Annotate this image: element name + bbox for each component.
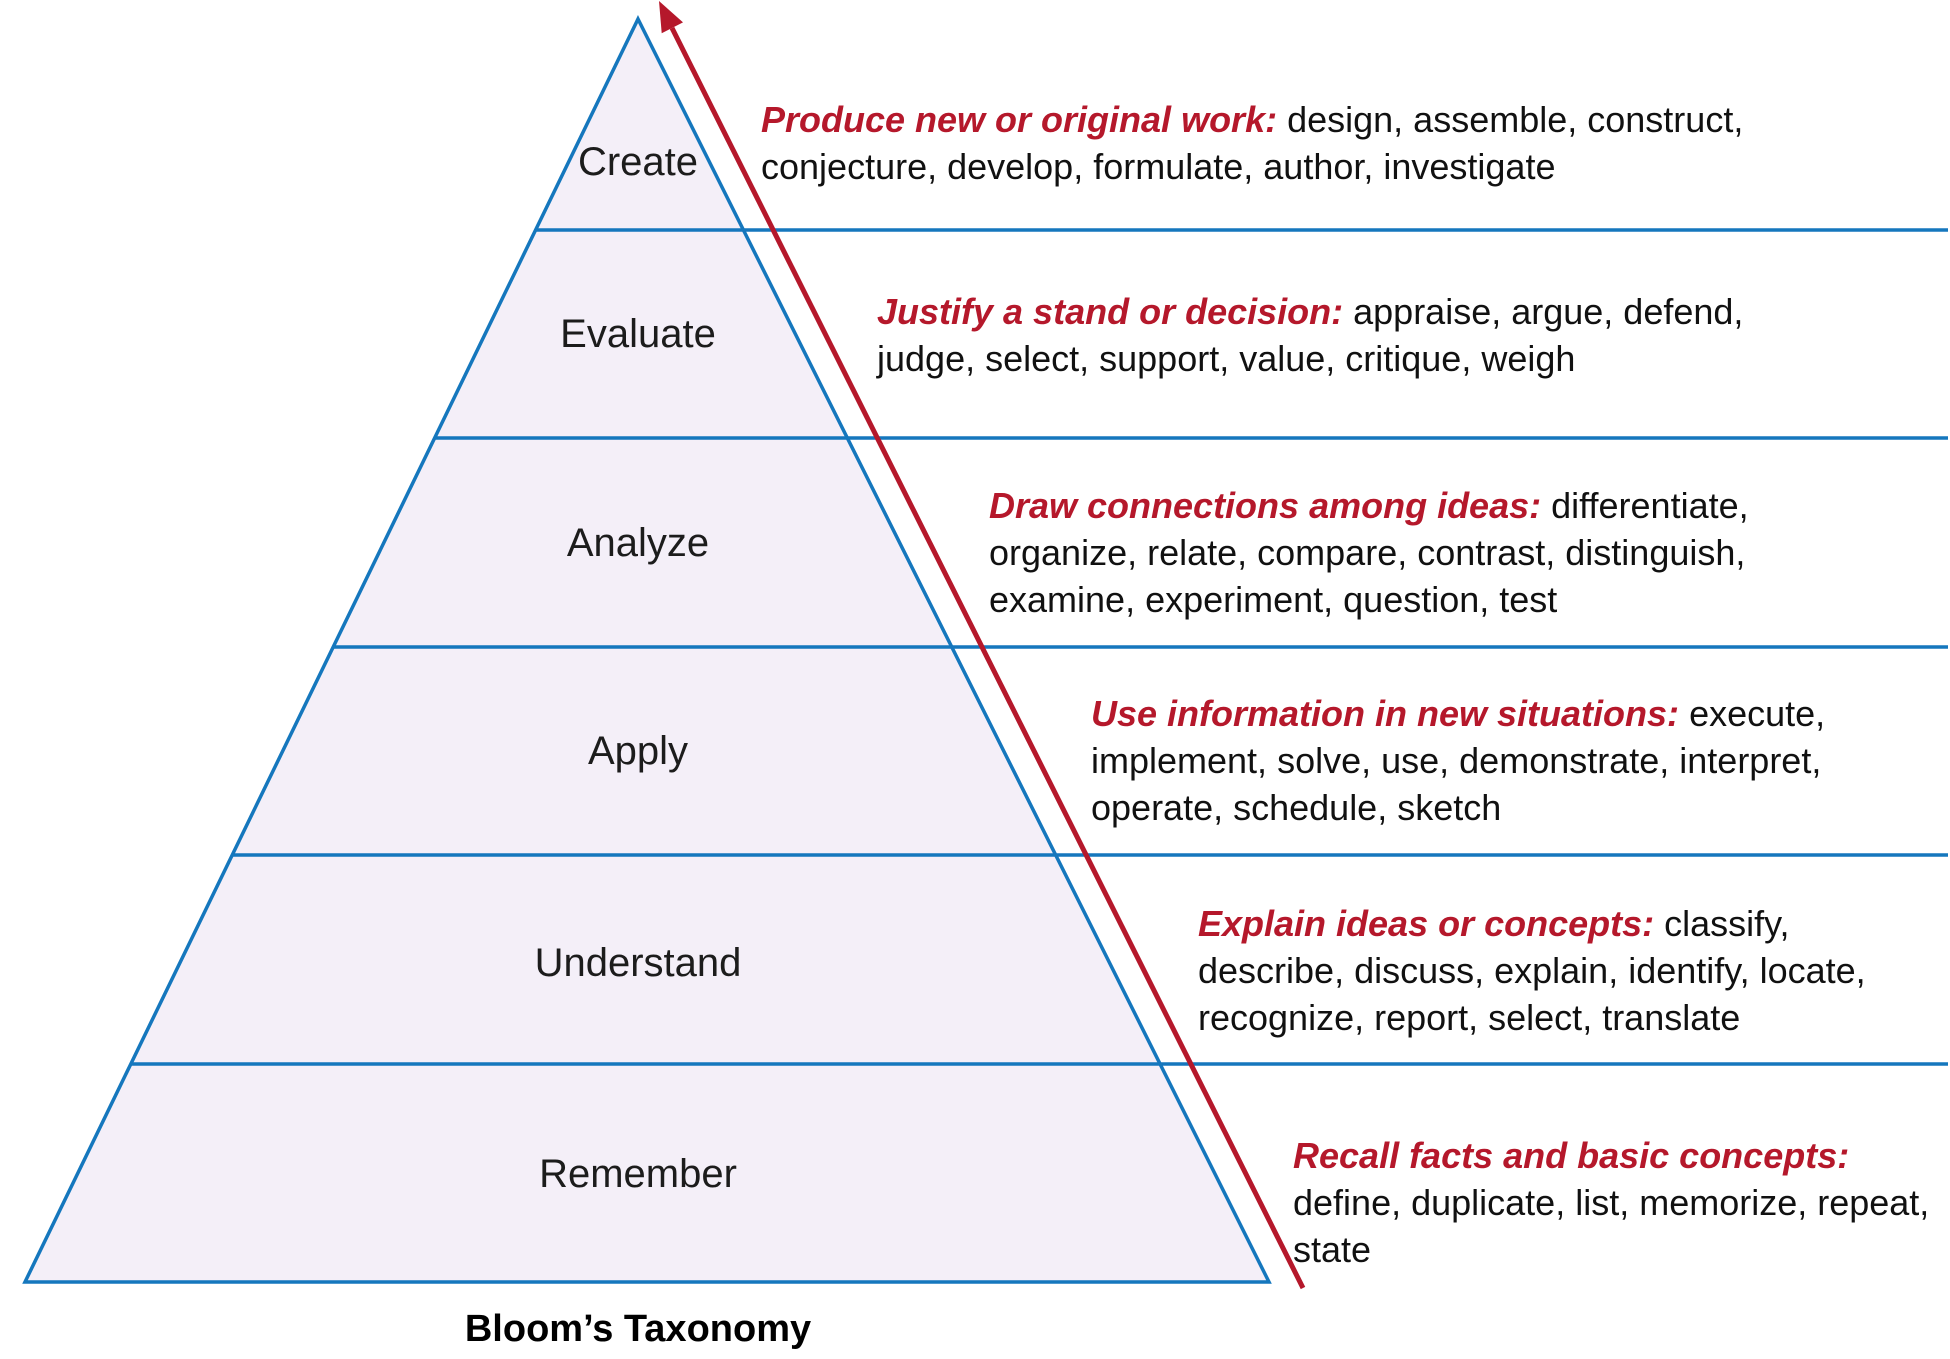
description-analyze-lead: Draw connections among ideas: [989,485,1542,526]
pyramid-level-create: Create [577,140,699,184]
hierarchy-arrow-head-icon [659,1,683,34]
pyramid-level-evaluate: Evaluate [560,312,716,356]
description-evaluate-lead: Justify a stand or decision: [877,291,1344,332]
diagram-title: Bloom’s Taxonomy [464,1308,812,1350]
description-create-body: design, assemble, construct, conjecture,… [761,99,1744,187]
description-remember-lead: Recall facts and basic concepts: [1293,1135,1850,1176]
description-apply-lead: Use information in new situations: [1091,693,1680,734]
pyramid-level-remember: Remember [539,1152,737,1196]
description-create-lead: Produce new or original work: [761,99,1278,140]
description-understand-body: classify, describe, discuss, explain, id… [1198,903,1866,1038]
description-evaluate: Justify a stand or decision: appraise, a… [877,288,1777,382]
description-understand-lead: Explain ideas or concepts: [1198,903,1655,944]
description-analyze: Draw connections among ideas: differenti… [989,482,1799,623]
description-create: Produce new or original work: design, as… [761,96,1761,190]
description-remember: Recall facts and basic concepts: define,… [1293,1132,1943,1273]
pyramid-level-analyze: Analyze [566,521,710,565]
description-evaluate-body: appraise, argue, defend, judge, select, … [877,291,1744,379]
description-apply: Use information in new situations: execu… [1091,690,1861,831]
hierarchy-arrow-shaft [669,26,1306,1290]
pyramid-level-understand: Understand [534,941,742,985]
description-analyze-body: differentiate, organize, relate, compare… [989,485,1749,620]
description-apply-body: execute, implement, solve, use, demonstr… [1091,693,1826,828]
description-understand: Explain ideas or concepts: classify, des… [1198,900,1898,1041]
pyramid-level-apply: Apply [587,729,689,773]
pyramid-triangle [22,15,1272,1284]
description-remember-body: define, duplicate, list, memorize, repea… [1293,1182,1930,1270]
